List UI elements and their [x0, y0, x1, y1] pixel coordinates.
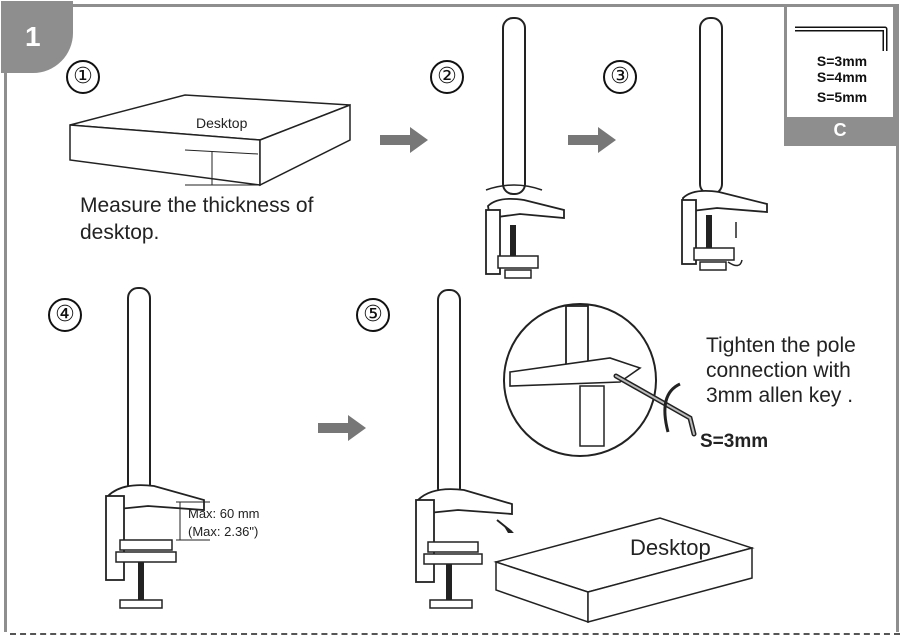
desktop-label-top: Desktop [196, 115, 248, 131]
tool-size-3mm: S=3mm [816, 53, 868, 69]
dashed-divider [10, 633, 900, 635]
step-2-marker: ② [430, 60, 464, 94]
key-size-label: S=3mm [700, 431, 769, 452]
tighten-text-line-3: 3mm allen key . [706, 384, 854, 407]
measure-text-line-1: Measure the thickness of [80, 194, 314, 217]
rotate-arrow-icon [485, 184, 543, 191]
step-number: 1 [25, 21, 41, 52]
step-4-marker: ④ [48, 298, 82, 332]
step-1-marker: ① [66, 60, 100, 94]
tighten-text-line-2: connection with [706, 359, 851, 382]
step-badge: 1 [1, 1, 73, 73]
max-label-line-2: (Max: 2.36") [188, 524, 259, 539]
allen-key-tool-box: S=3mm S=4mm S=5mm C [784, 4, 896, 146]
tool-size-4mm: S=4mm [816, 69, 868, 85]
rotate-arrow-icon [663, 382, 681, 433]
desktop-label-bottom: Desktop [630, 535, 711, 560]
tool-size-5mm: S=5mm [816, 89, 868, 105]
step-5-marker: ⑤ [356, 298, 390, 332]
tighten-text-line-1: Tighten the pole [706, 334, 856, 357]
max-label-line-1: Max: 60 mm [188, 506, 260, 521]
instruction-panel: 1 [1, 1, 899, 632]
tool-label: C [787, 117, 893, 143]
allen-key-icon [795, 26, 888, 51]
measure-text-line-2: desktop. [80, 221, 160, 244]
step-3-marker: ③ [603, 60, 637, 94]
